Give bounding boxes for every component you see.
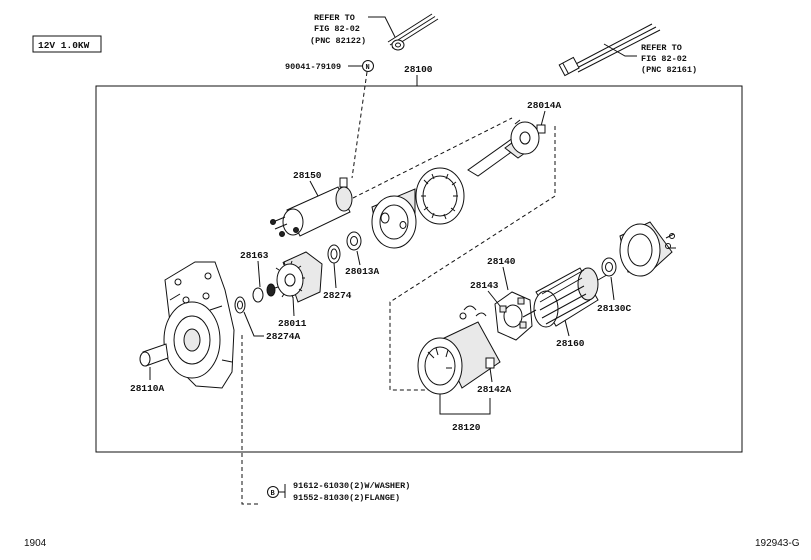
label-28140: 28140	[487, 256, 516, 267]
label-28100: 28100	[404, 64, 433, 75]
assembly-frame	[95, 85, 743, 453]
footer-left: 1904	[24, 538, 47, 549]
dash-lines	[241, 71, 556, 505]
callout-n: N	[366, 64, 370, 72]
label-28160: 28160	[556, 338, 585, 349]
label-28011: 28011	[278, 318, 307, 329]
part-28140: 28140	[487, 256, 533, 341]
label-28142A: 28142A	[477, 384, 512, 395]
part-28110A: 28110A	[130, 261, 235, 394]
ref-top: REFER TO FIG 82-02 (PNC 82122)	[310, 13, 439, 51]
bolts-callout: B 91612-61030(2)W/WASHER) 91552-81030(2)…	[267, 481, 410, 503]
label-28150: 28150	[293, 170, 322, 181]
part-28014A: 28014A	[467, 100, 562, 177]
part-28160: 28160	[522, 267, 613, 349]
label-28163: 28163	[240, 250, 269, 261]
label-28120: 28120	[452, 422, 481, 433]
ref-right: REFER TO FIG 82-02 (PNC 82161)	[558, 23, 697, 77]
part-28130C: 28130C	[597, 257, 632, 314]
ref-right-line3: (PNC 82161)	[641, 65, 697, 75]
label-28014A: 28014A	[527, 100, 562, 111]
ref-top-line1: REFER TO	[314, 13, 355, 23]
callout-b: B	[271, 490, 276, 498]
spec-box: 12V 1.0KW	[32, 35, 102, 53]
part-clutch-housing	[415, 167, 465, 225]
label-90041: 90041-79109	[285, 62, 341, 72]
ref-right-line2: FIG 82-02	[641, 54, 687, 64]
part-28011: 28011	[274, 251, 323, 329]
bolt-line1: 91612-61030(2)W/WASHER)	[293, 481, 410, 491]
part-28120: 28120	[417, 321, 501, 433]
footer-right: 192943-G	[755, 538, 800, 549]
label-28274A: 28274A	[266, 331, 301, 342]
spec-label: 12V 1.0KW	[38, 40, 90, 51]
part-90041: 90041-79109 N	[285, 60, 374, 72]
label-28130C: 28130C	[597, 303, 632, 314]
ref-top-line3: (PNC 82122)	[310, 36, 366, 46]
part-end-frame	[619, 221, 676, 277]
part-gear-housing	[371, 188, 417, 249]
label-28110A: 28110A	[130, 383, 165, 394]
label-28013A: 28013A	[345, 266, 380, 277]
part-28143: 28143	[459, 280, 501, 320]
ref-top-line2: FIG 82-02	[314, 24, 360, 34]
part-28150: 28150	[270, 170, 353, 237]
part-28013A: 28013A	[345, 231, 380, 277]
part-28163: 28163	[240, 250, 276, 303]
part-28274: 28274	[323, 244, 352, 301]
part-28274A: 28274A	[234, 296, 301, 342]
part-28142A: 28142A	[477, 367, 512, 395]
label-28274: 28274	[323, 290, 352, 301]
ref-right-line1: REFER TO	[641, 43, 682, 53]
label-28143: 28143	[470, 280, 499, 291]
bolt-line2: 91552-81030(2)FLANGE)	[293, 493, 400, 503]
